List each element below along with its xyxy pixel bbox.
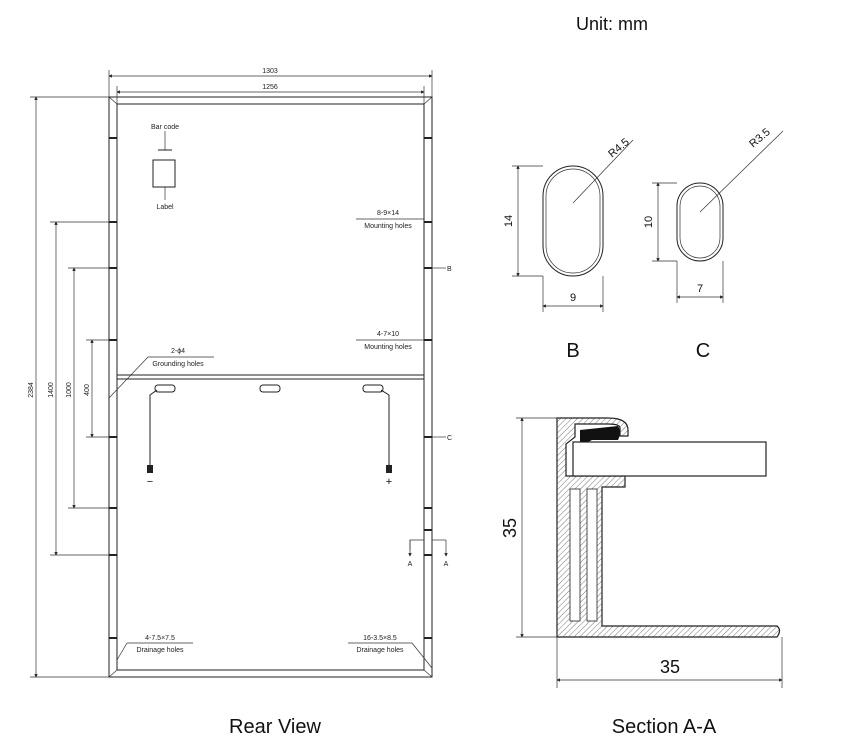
drainage-right-text: Drainage holes [356, 647, 404, 654]
dim-1400: 1400 [48, 382, 55, 398]
detail-c-width: 7 [697, 283, 703, 295]
label-label: Label [156, 204, 174, 211]
section-marker-a-left: A [408, 561, 413, 568]
gasket [580, 426, 620, 446]
right-side-holes [424, 137, 432, 639]
bar-code-label: Bar code [151, 124, 179, 131]
mounting-holes-2-spec: 4-7×10 [377, 331, 399, 338]
cable-left [149, 389, 158, 465]
detail-c-radius: R3.5 [747, 126, 773, 150]
laminate [572, 441, 767, 477]
detail-b-height: 14 [503, 215, 515, 227]
dim-1000: 1000 [66, 382, 73, 398]
detail-b-caption: B [566, 340, 579, 362]
detail-b: R4.5 14 9 B [503, 136, 634, 362]
section-marker-a-right: A [444, 561, 449, 568]
left-side-holes [109, 137, 117, 639]
junction-box-middle [259, 384, 281, 393]
rear-view: 1303 1256 2384 1400 1000 400 Bar code La… [28, 68, 452, 738]
drainage-left-text: Drainage holes [136, 647, 184, 654]
junction-box-right [362, 384, 384, 393]
label-box [152, 159, 176, 188]
mounting-holes-2-text: Mounting holes [364, 344, 412, 351]
panel-inner-frame [116, 103, 425, 671]
plus-sign: + [386, 476, 392, 488]
unit-label: Unit: mm [576, 14, 648, 34]
detail-c-caption: C [696, 340, 710, 362]
detail-c-slot [676, 182, 724, 262]
dim-400: 400 [84, 384, 91, 396]
detail-b-radius: R4.5 [606, 136, 632, 160]
section-a-a: 35 35 Section A-A [500, 417, 783, 738]
minus-sign: − [147, 476, 153, 488]
mounting-holes-1-text: Mounting holes [364, 223, 412, 230]
marker-b: B [447, 266, 452, 273]
detail-c: R3.5 10 7 C [643, 126, 784, 362]
grounding-holes-spec: 2-ϕ4 [171, 348, 185, 355]
detail-b-width: 9 [570, 292, 576, 304]
section-width: 35 [660, 657, 680, 677]
dim-height: 2384 [28, 382, 35, 398]
drainage-left-spec: 4-7.5×7.5 [145, 635, 175, 642]
rear-view-caption: Rear View [229, 716, 321, 738]
section-height: 35 [500, 518, 520, 538]
panel-outer-frame [108, 96, 433, 678]
mounting-holes-1-spec: 8-9×14 [377, 210, 399, 217]
cable-right [380, 389, 390, 465]
section-caption: Section A-A [612, 716, 717, 738]
dim-overall-width: 1303 [262, 68, 278, 75]
grounding-holes-text: Grounding holes [152, 361, 204, 368]
junction-box-left [154, 384, 176, 393]
drainage-right-spec: 16-3.5×8.5 [363, 635, 397, 642]
marker-c: C [447, 435, 452, 442]
detail-c-height: 10 [643, 216, 655, 228]
dim-inner-width: 1256 [262, 84, 278, 91]
detail-b-slot [542, 165, 604, 277]
